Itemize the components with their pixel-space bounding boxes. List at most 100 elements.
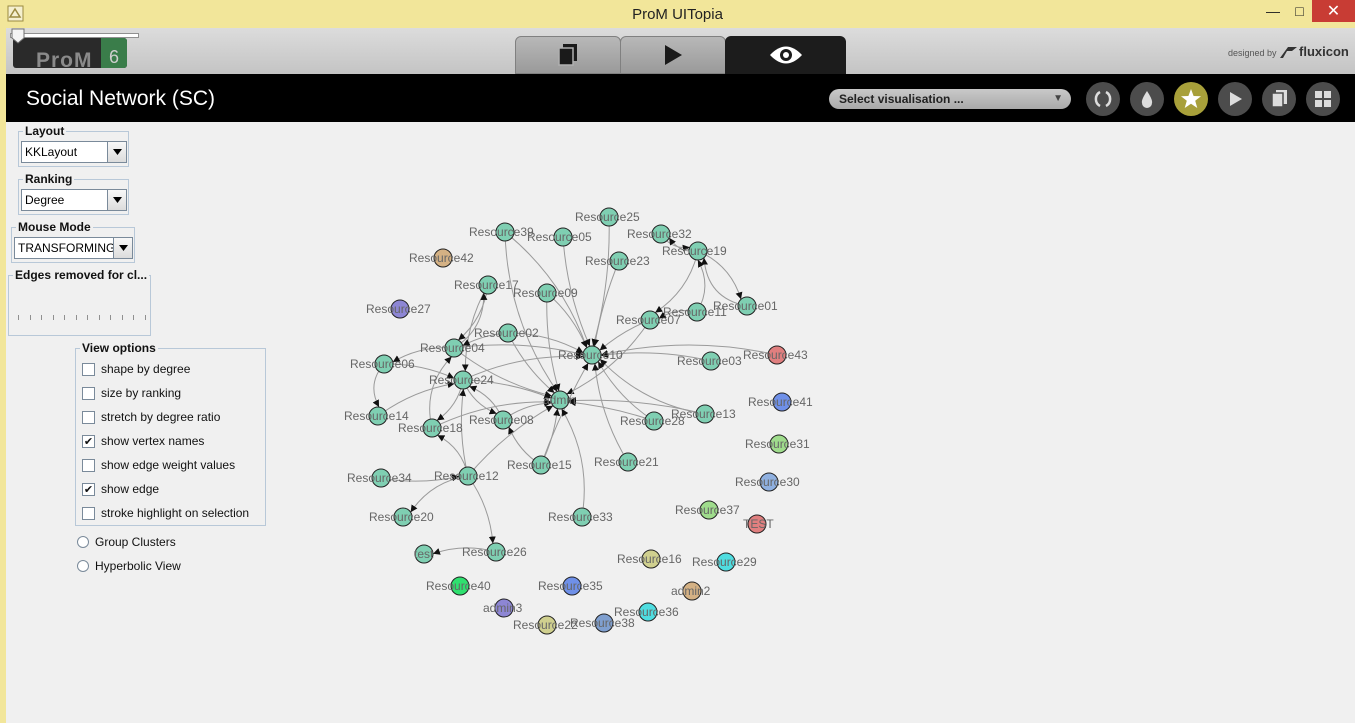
copy-button[interactable]	[1262, 82, 1296, 116]
graph-node[interactable]: Resource30	[735, 472, 800, 492]
graph-node[interactable]: Resource06	[350, 354, 415, 374]
graph-node[interactable]: Resource04	[420, 338, 485, 358]
graph-node[interactable]: admin3	[483, 598, 523, 618]
node-circle[interactable]	[368, 406, 388, 426]
graph-node[interactable]: Resource11	[663, 302, 727, 322]
radio-button[interactable]	[77, 560, 89, 572]
drop-button[interactable]	[1130, 82, 1164, 116]
graph-node[interactable]: admin2	[671, 581, 711, 601]
graph-node[interactable]: Resource05	[527, 227, 592, 247]
chevron-down-icon[interactable]	[107, 190, 126, 210]
graph-node[interactable]: Resource22	[513, 615, 578, 635]
graph-node[interactable]: Resource16	[617, 549, 682, 569]
graph-node[interactable]: Resource24	[429, 370, 494, 390]
graph-node[interactable]: Resource01	[713, 296, 778, 316]
hyperbolic-view-radio[interactable]: Hyperbolic View	[77, 558, 181, 574]
graph-node[interactable]: Resource31	[745, 434, 810, 454]
view-option-show-edge-weight-values[interactable]: show edge weight values	[82, 457, 235, 473]
graph-node[interactable]: TEST	[743, 514, 774, 534]
node-circle[interactable]	[759, 472, 779, 492]
refresh-button[interactable]	[1086, 82, 1120, 116]
tab-actions[interactable]	[620, 36, 726, 74]
graph-node[interactable]: Resource40	[426, 576, 491, 596]
graph-node[interactable]: Resource34	[347, 468, 412, 488]
graph-node[interactable]: test	[414, 544, 434, 564]
maximize-button[interactable]: □	[1295, 3, 1304, 19]
graph-node[interactable]: Resource13	[671, 404, 736, 424]
node-circle[interactable]	[767, 345, 787, 365]
node-circle[interactable]	[695, 404, 715, 424]
node-circle[interactable]	[572, 507, 592, 527]
close-button[interactable]: ✕	[1312, 0, 1355, 22]
node-circle[interactable]	[582, 345, 602, 365]
graph-node[interactable]: Resource08	[469, 410, 534, 430]
radio-button[interactable]	[77, 536, 89, 548]
graph-node[interactable]: Resource09	[513, 283, 578, 303]
node-circle[interactable]	[537, 615, 557, 635]
play-button[interactable]	[1218, 82, 1252, 116]
node-circle[interactable]	[537, 283, 557, 303]
node-circle[interactable]	[478, 275, 498, 295]
node-circle[interactable]	[618, 452, 638, 472]
node-circle[interactable]	[374, 354, 394, 374]
graph-node[interactable]: Resource28	[620, 411, 685, 431]
node-circle[interactable]	[747, 514, 767, 534]
graph-node[interactable]: Resource25	[575, 207, 640, 227]
node-circle[interactable]	[594, 613, 614, 633]
grid-button[interactable]	[1306, 82, 1340, 116]
graph-node[interactable]: Resource10	[558, 345, 623, 365]
node-circle[interactable]	[641, 549, 661, 569]
tab-workspace[interactable]	[515, 36, 621, 74]
checkbox[interactable]	[82, 410, 95, 424]
node-circle[interactable]	[737, 296, 757, 316]
node-circle[interactable]	[688, 241, 708, 261]
node-circle[interactable]	[644, 411, 664, 431]
node-circle[interactable]	[550, 390, 570, 410]
graph-node[interactable]: Resource21	[594, 452, 659, 472]
graph-node[interactable]: Resource20	[369, 507, 434, 527]
graph-node[interactable]: Resource33	[548, 507, 613, 527]
node-circle[interactable]	[609, 251, 629, 271]
graph-node[interactable]: Resource15	[507, 455, 572, 475]
node-circle[interactable]	[390, 299, 410, 319]
node-circle[interactable]	[772, 392, 792, 412]
view-option-size-by-ranking[interactable]: size by ranking	[82, 385, 181, 401]
favorite-button[interactable]	[1174, 82, 1208, 116]
node-circle[interactable]	[494, 598, 514, 618]
node-circle[interactable]	[393, 507, 413, 527]
tab-views[interactable]	[725, 36, 846, 74]
view-option-show-edge[interactable]: ✔show edge	[82, 481, 159, 497]
edges-removed-slider-track[interactable]	[10, 33, 139, 38]
graph-node[interactable]: Resource27	[366, 299, 431, 319]
ranking-combo[interactable]: Degree	[21, 189, 127, 211]
graph-node[interactable]: Resource19	[662, 241, 727, 261]
node-circle[interactable]	[486, 542, 506, 562]
node-circle[interactable]	[531, 455, 551, 475]
node-circle[interactable]	[422, 418, 442, 438]
node-circle[interactable]	[638, 602, 658, 622]
view-option-stroke-highlight-on-selection[interactable]: stroke highlight on selection	[82, 505, 249, 521]
minimize-button[interactable]: —	[1266, 3, 1280, 19]
graph-node[interactable]: Resource39	[469, 222, 534, 242]
chevron-down-icon[interactable]	[107, 142, 126, 162]
node-circle[interactable]	[562, 576, 582, 596]
node-circle[interactable]	[453, 370, 473, 390]
graph-node[interactable]: Resource41	[748, 392, 813, 412]
view-option-stretch-by-degree-ratio[interactable]: stretch by degree ratio	[82, 409, 220, 425]
node-circle[interactable]	[414, 544, 434, 564]
node-circle[interactable]	[458, 466, 478, 486]
checkbox[interactable]: ✔	[82, 482, 95, 496]
graph-node[interactable]: Resource07	[616, 310, 681, 330]
layout-combo[interactable]: KKLayout	[21, 141, 127, 163]
node-circle[interactable]	[682, 581, 702, 601]
graph-node[interactable]: Resource17	[454, 275, 519, 295]
slider-thumb[interactable]	[11, 28, 25, 44]
mouse-mode-combo[interactable]: TRANSFORMING	[14, 237, 133, 259]
node-circle[interactable]	[433, 248, 453, 268]
node-circle[interactable]	[716, 552, 736, 572]
node-circle[interactable]	[687, 302, 707, 322]
checkbox[interactable]	[82, 458, 95, 472]
node-circle[interactable]	[599, 207, 619, 227]
node-circle[interactable]	[640, 310, 660, 330]
graph-node[interactable]: Resource18	[398, 418, 463, 438]
